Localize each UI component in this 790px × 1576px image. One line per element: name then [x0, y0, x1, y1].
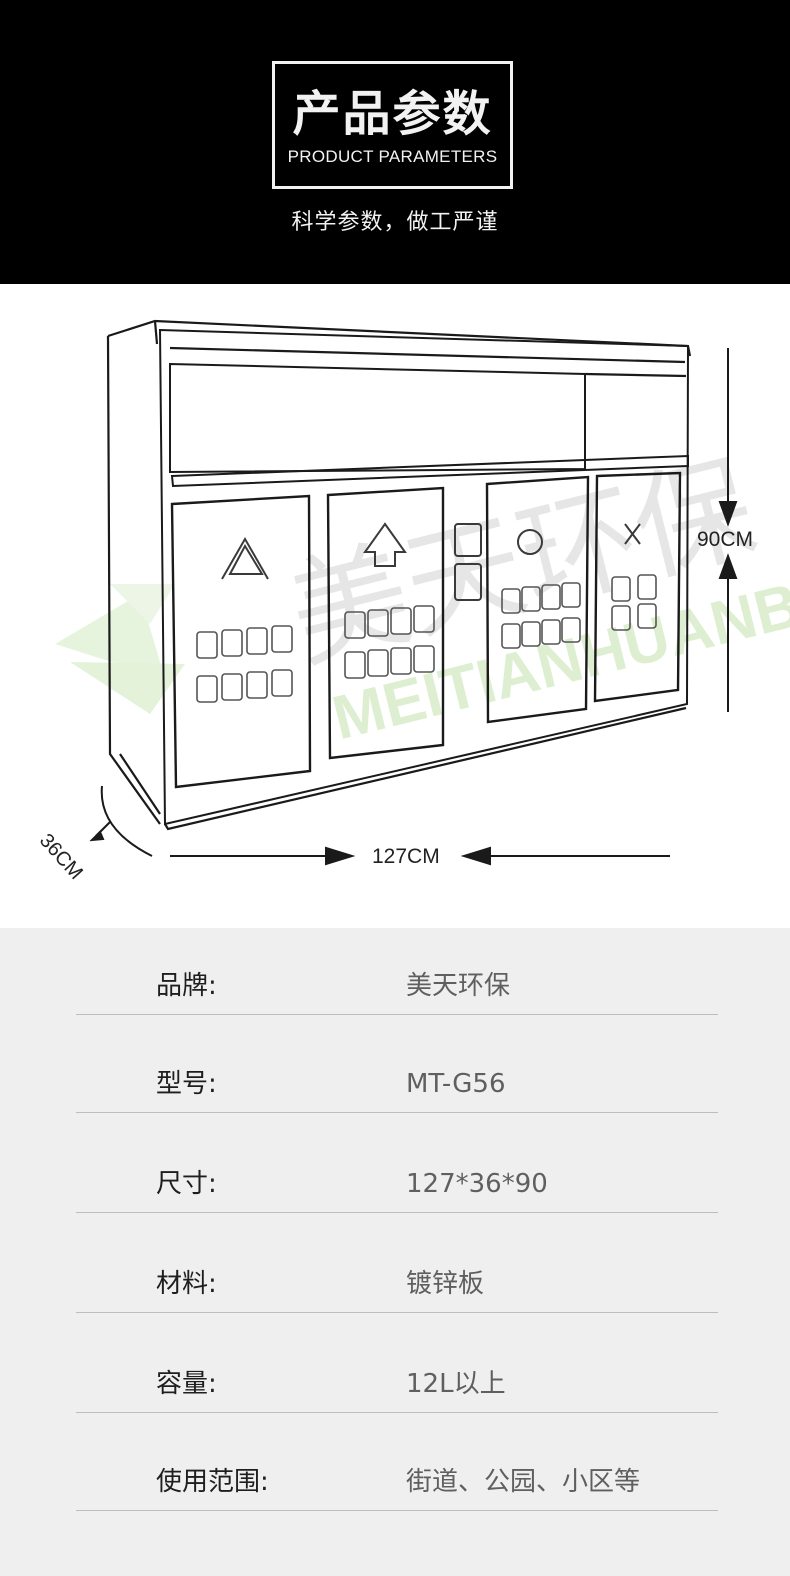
hazardous-waste-icon — [624, 523, 641, 545]
spec-value: 镀锌板 — [406, 1269, 485, 1299]
page-title-english: PRODUCT PARAMETERS — [287, 147, 498, 166]
icon-grid — [196, 574, 657, 703]
spec-value: 12L以上 — [406, 1369, 506, 1399]
spec-label: 使用范围: — [156, 1467, 269, 1497]
product-dimension-drawing: 美天环保 MEITIANHUANBAO — [0, 284, 790, 928]
cabinet-outline — [106, 319, 692, 831]
spec-label: 型号: — [156, 1069, 217, 1099]
page-title: 产品参数 — [292, 86, 493, 142]
spec-label: 品牌: — [156, 971, 217, 1001]
kitchen-waste-icon — [517, 529, 543, 555]
watermark-logo-icon — [55, 584, 185, 714]
spec-value: MT-G56 — [406, 1069, 506, 1099]
spec-row-brand: 品牌: 美天环保 — [76, 916, 718, 1015]
other-waste-icon — [363, 522, 407, 567]
cabinet-sketch: 美天环保 MEITIANHUANBAO — [55, 319, 790, 866]
spec-row-material: 材料: 镀锌板 — [76, 1214, 718, 1313]
dimension-arrows — [89, 348, 738, 866]
spec-table: 品牌: 美天环保 型号: MT-G56 尺寸: 127*36*90 材料: 镀锌… — [0, 928, 790, 1576]
door-icons — [221, 522, 641, 601]
spec-value: 127*36*90 — [406, 1169, 548, 1199]
page-subtitle: 科学参数，做工严谨 — [291, 210, 499, 235]
recycle-icon — [221, 536, 269, 580]
spec-label: 尺寸: — [156, 1169, 217, 1199]
width-dimension-label: 127CM — [372, 845, 440, 868]
spec-value: 美天环保 — [406, 971, 511, 1001]
spec-value: 街道、公园、小区等 — [406, 1467, 641, 1497]
ashtray-icon — [454, 523, 482, 557]
spec-row-capacity: 容量: 12L以上 — [76, 1314, 718, 1413]
height-dimension-label: 90CM — [697, 528, 754, 551]
spec-row-usage: 使用范围: 街道、公园、小区等 — [76, 1412, 718, 1511]
spec-label: 容量: — [156, 1369, 217, 1399]
spec-label: 材料: — [156, 1269, 217, 1299]
spec-row-model: 型号: MT-G56 — [76, 1014, 718, 1113]
title-box: 产品参数 PRODUCT PARAMETERS — [272, 61, 513, 189]
header-banner: 产品参数 PRODUCT PARAMETERS 科学参数，做工严谨 — [0, 0, 790, 284]
spec-row-size: 尺寸: 127*36*90 — [76, 1114, 718, 1213]
